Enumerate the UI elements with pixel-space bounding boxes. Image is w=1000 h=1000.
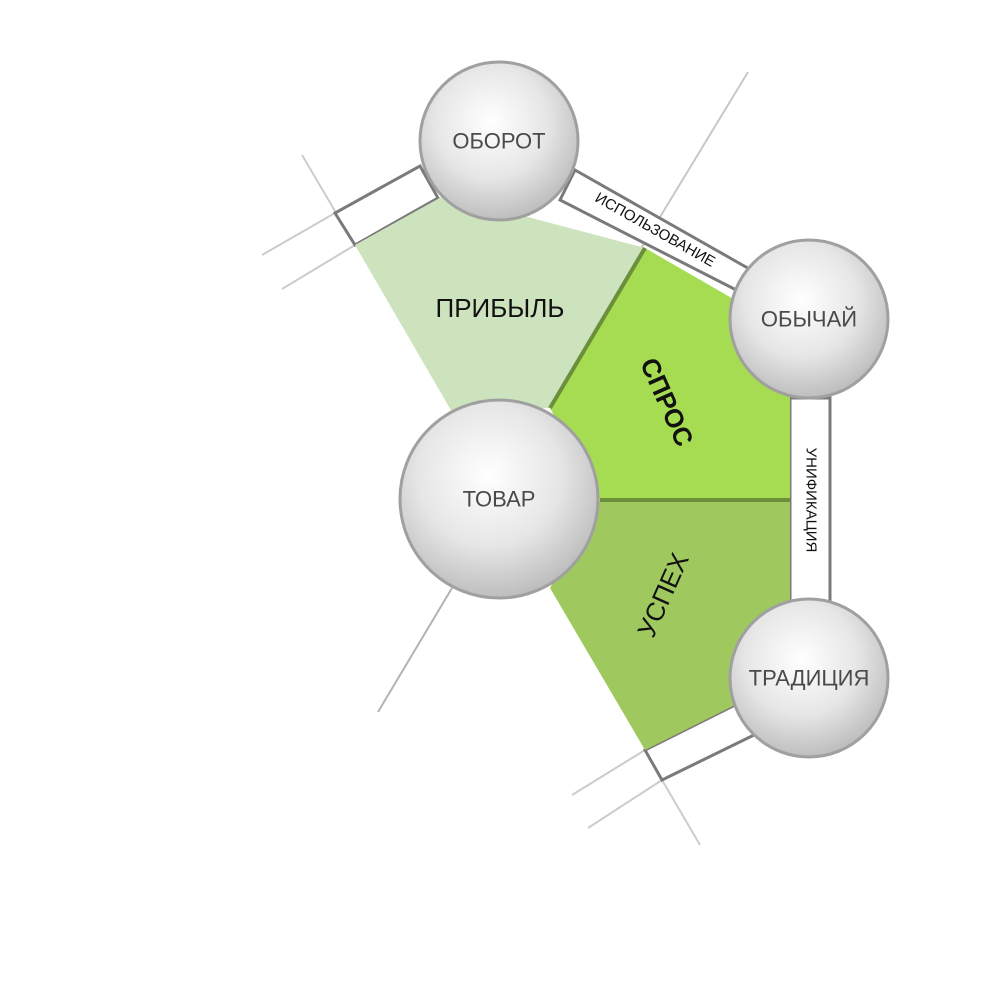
connector-label-unifikatsiya: УНИФИКАЦИЯ xyxy=(803,448,820,553)
sphere-traditsiya xyxy=(728,597,890,759)
guide-line xyxy=(661,779,701,846)
sphere-tovar xyxy=(398,398,600,600)
guide-line xyxy=(281,244,356,290)
node-label-tovar: ТОВАР xyxy=(463,487,536,512)
region-pribyl xyxy=(355,195,645,412)
region-label-pribyl: ПРИБЫЛЬ xyxy=(436,293,565,323)
node-oborot: ОБОРОТ xyxy=(418,60,580,222)
node-obychai: ОБЫЧАЙ xyxy=(728,238,890,400)
sphere-oborot xyxy=(418,60,580,222)
node-label-oborot: ОБОРОТ xyxy=(452,129,545,154)
node-label-obychai: ОБЫЧАЙ xyxy=(761,307,857,332)
guide-line xyxy=(377,587,453,713)
node-tovar: ТОВАР xyxy=(398,398,600,600)
guide-line xyxy=(571,749,646,796)
guide-line xyxy=(261,212,336,256)
guide-line xyxy=(587,779,663,829)
divider-line xyxy=(548,246,647,410)
node-traditsiya: ТРАДИЦИЯ xyxy=(728,597,890,759)
node-label-traditsiya: ТРАДИЦИЯ xyxy=(749,666,870,691)
sphere-obychai xyxy=(728,238,890,400)
